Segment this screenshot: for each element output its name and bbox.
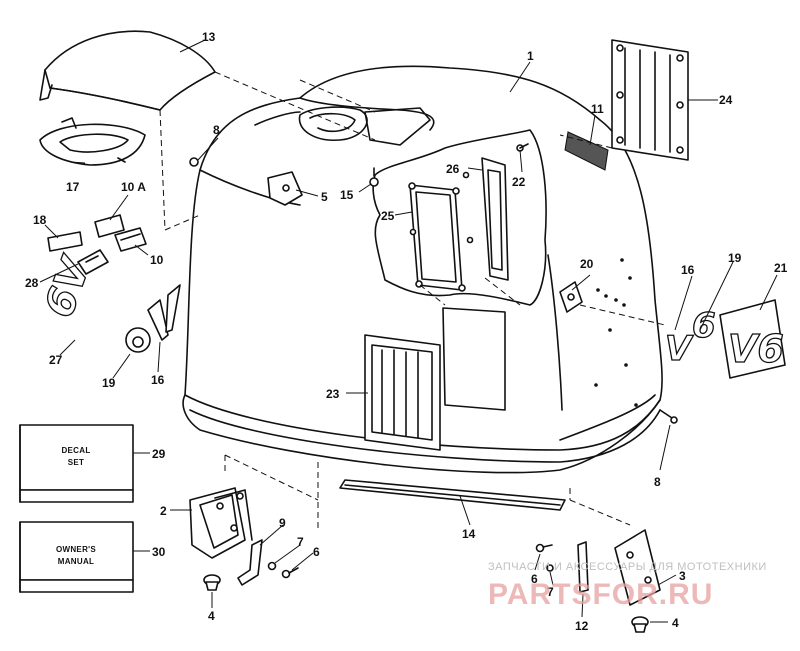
cover-opening [442,307,506,411]
emblem-19-left [125,327,151,353]
callout-7-right: 7 [547,585,554,599]
emblem-16-right: V [665,329,694,369]
callout-16-left: 16 [151,373,165,387]
callout-8-top: 8 [213,123,220,137]
emblem-16-left [147,284,181,341]
svg-text:V6: V6 [728,327,784,371]
callout-28: 28 [25,276,39,290]
svg-text:MANUAL: MANUAL [58,557,94,566]
emblem-19-right: 6 [692,306,716,346]
screw-8-top [189,157,199,167]
callout-16-right: 16 [681,263,695,277]
callout-11: 11 [591,102,604,116]
decal-18 [47,231,83,252]
callout-27: 27 [49,353,63,367]
owners-manual-box: OWNER'S MANUAL [19,521,134,593]
gasket-17 [39,117,146,166]
callout-1: 1 [527,49,534,63]
callout-23: 23 [326,387,340,401]
strip-11 [564,131,609,171]
callout-8-right: 8 [654,475,661,489]
callout-6-left: 6 [313,545,320,559]
latch-9 [237,539,263,586]
callout-14: 14 [462,527,476,541]
callout-4-left: 4 [208,609,215,623]
latch-12 [577,541,589,593]
decal-set-box: DECAL SET [19,424,134,503]
callout-29: 29 [152,447,166,461]
cutaway-panel [372,129,547,306]
emblem-21: V6 [719,299,786,379]
screw-15 [369,167,379,187]
callout-3: 3 [679,569,686,583]
screw-8-right [659,409,678,424]
watermark-caption: ЗАПЧАСТИ И АКСЕССУАРЫ ДЛЯ МОТОТЕХНИКИ [488,561,767,573]
callout-19-left: 19 [102,376,116,390]
clip-28 [77,249,109,275]
callout-24: 24 [719,93,733,107]
hood-13 [39,30,216,111]
callout-20: 20 [580,257,594,271]
grille-23 [364,334,441,451]
knob-4-right [631,616,649,633]
bracket-2 [189,487,253,559]
callout-25: 25 [381,209,395,223]
washer-7-right [546,564,554,572]
callout-30: 30 [152,545,166,559]
callout-7-left: 7 [297,535,304,549]
svg-text:SET: SET [68,458,84,467]
watermark-brand: PARTSFOR.RU [488,578,713,611]
screw-6-right [535,543,553,553]
callout-26: 26 [446,162,460,176]
callout-4-right: 4 [672,616,679,630]
callout-5: 5 [321,190,328,204]
callout-12: 12 [575,619,589,633]
callout-2: 2 [160,504,167,518]
callout-6-right: 6 [531,572,538,586]
callout-15: 15 [340,188,354,202]
callout-9: 9 [279,516,286,530]
callout-22: 22 [512,175,526,189]
callout-18: 18 [33,213,47,227]
svg-text:DECAL: DECAL [61,446,90,455]
grille-24 [611,39,689,161]
callout-19-right: 19 [728,251,742,265]
callout-10: 10 [150,253,164,267]
bracket-3 [614,529,661,606]
screw-6 [281,567,299,579]
washer-7 [267,561,277,571]
callout-17: 17 [66,180,80,194]
callout-10A: 10 A [121,180,146,194]
callout-21: 21 [774,261,788,275]
knob-4-left [203,574,221,591]
svg-text:OWNER'S: OWNER'S [56,545,96,554]
callout-13: 13 [202,30,216,44]
